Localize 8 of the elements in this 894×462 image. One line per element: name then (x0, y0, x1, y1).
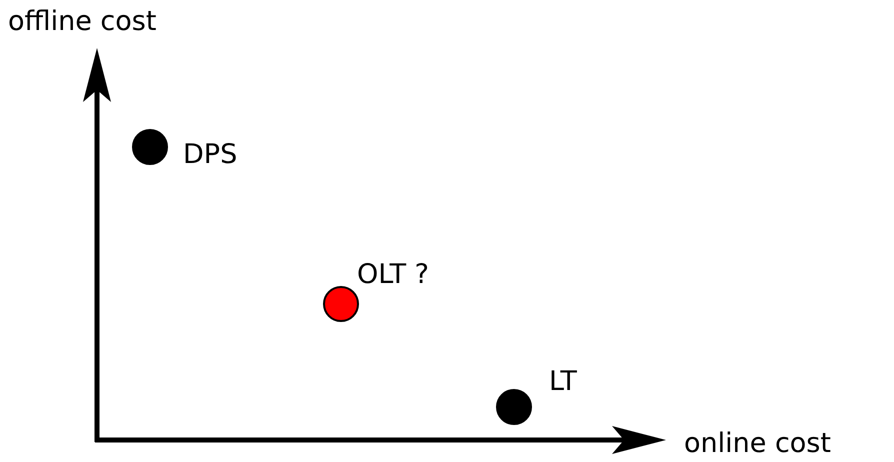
axis-label: offline cost (8, 8, 156, 35)
point-label: OLT ? (357, 261, 429, 288)
data-point (496, 389, 532, 425)
data-point (132, 129, 168, 165)
axis-label: online cost (684, 430, 831, 457)
data-point (323, 286, 359, 322)
point-label: LT (549, 368, 577, 395)
point-label: DPS (183, 141, 238, 168)
